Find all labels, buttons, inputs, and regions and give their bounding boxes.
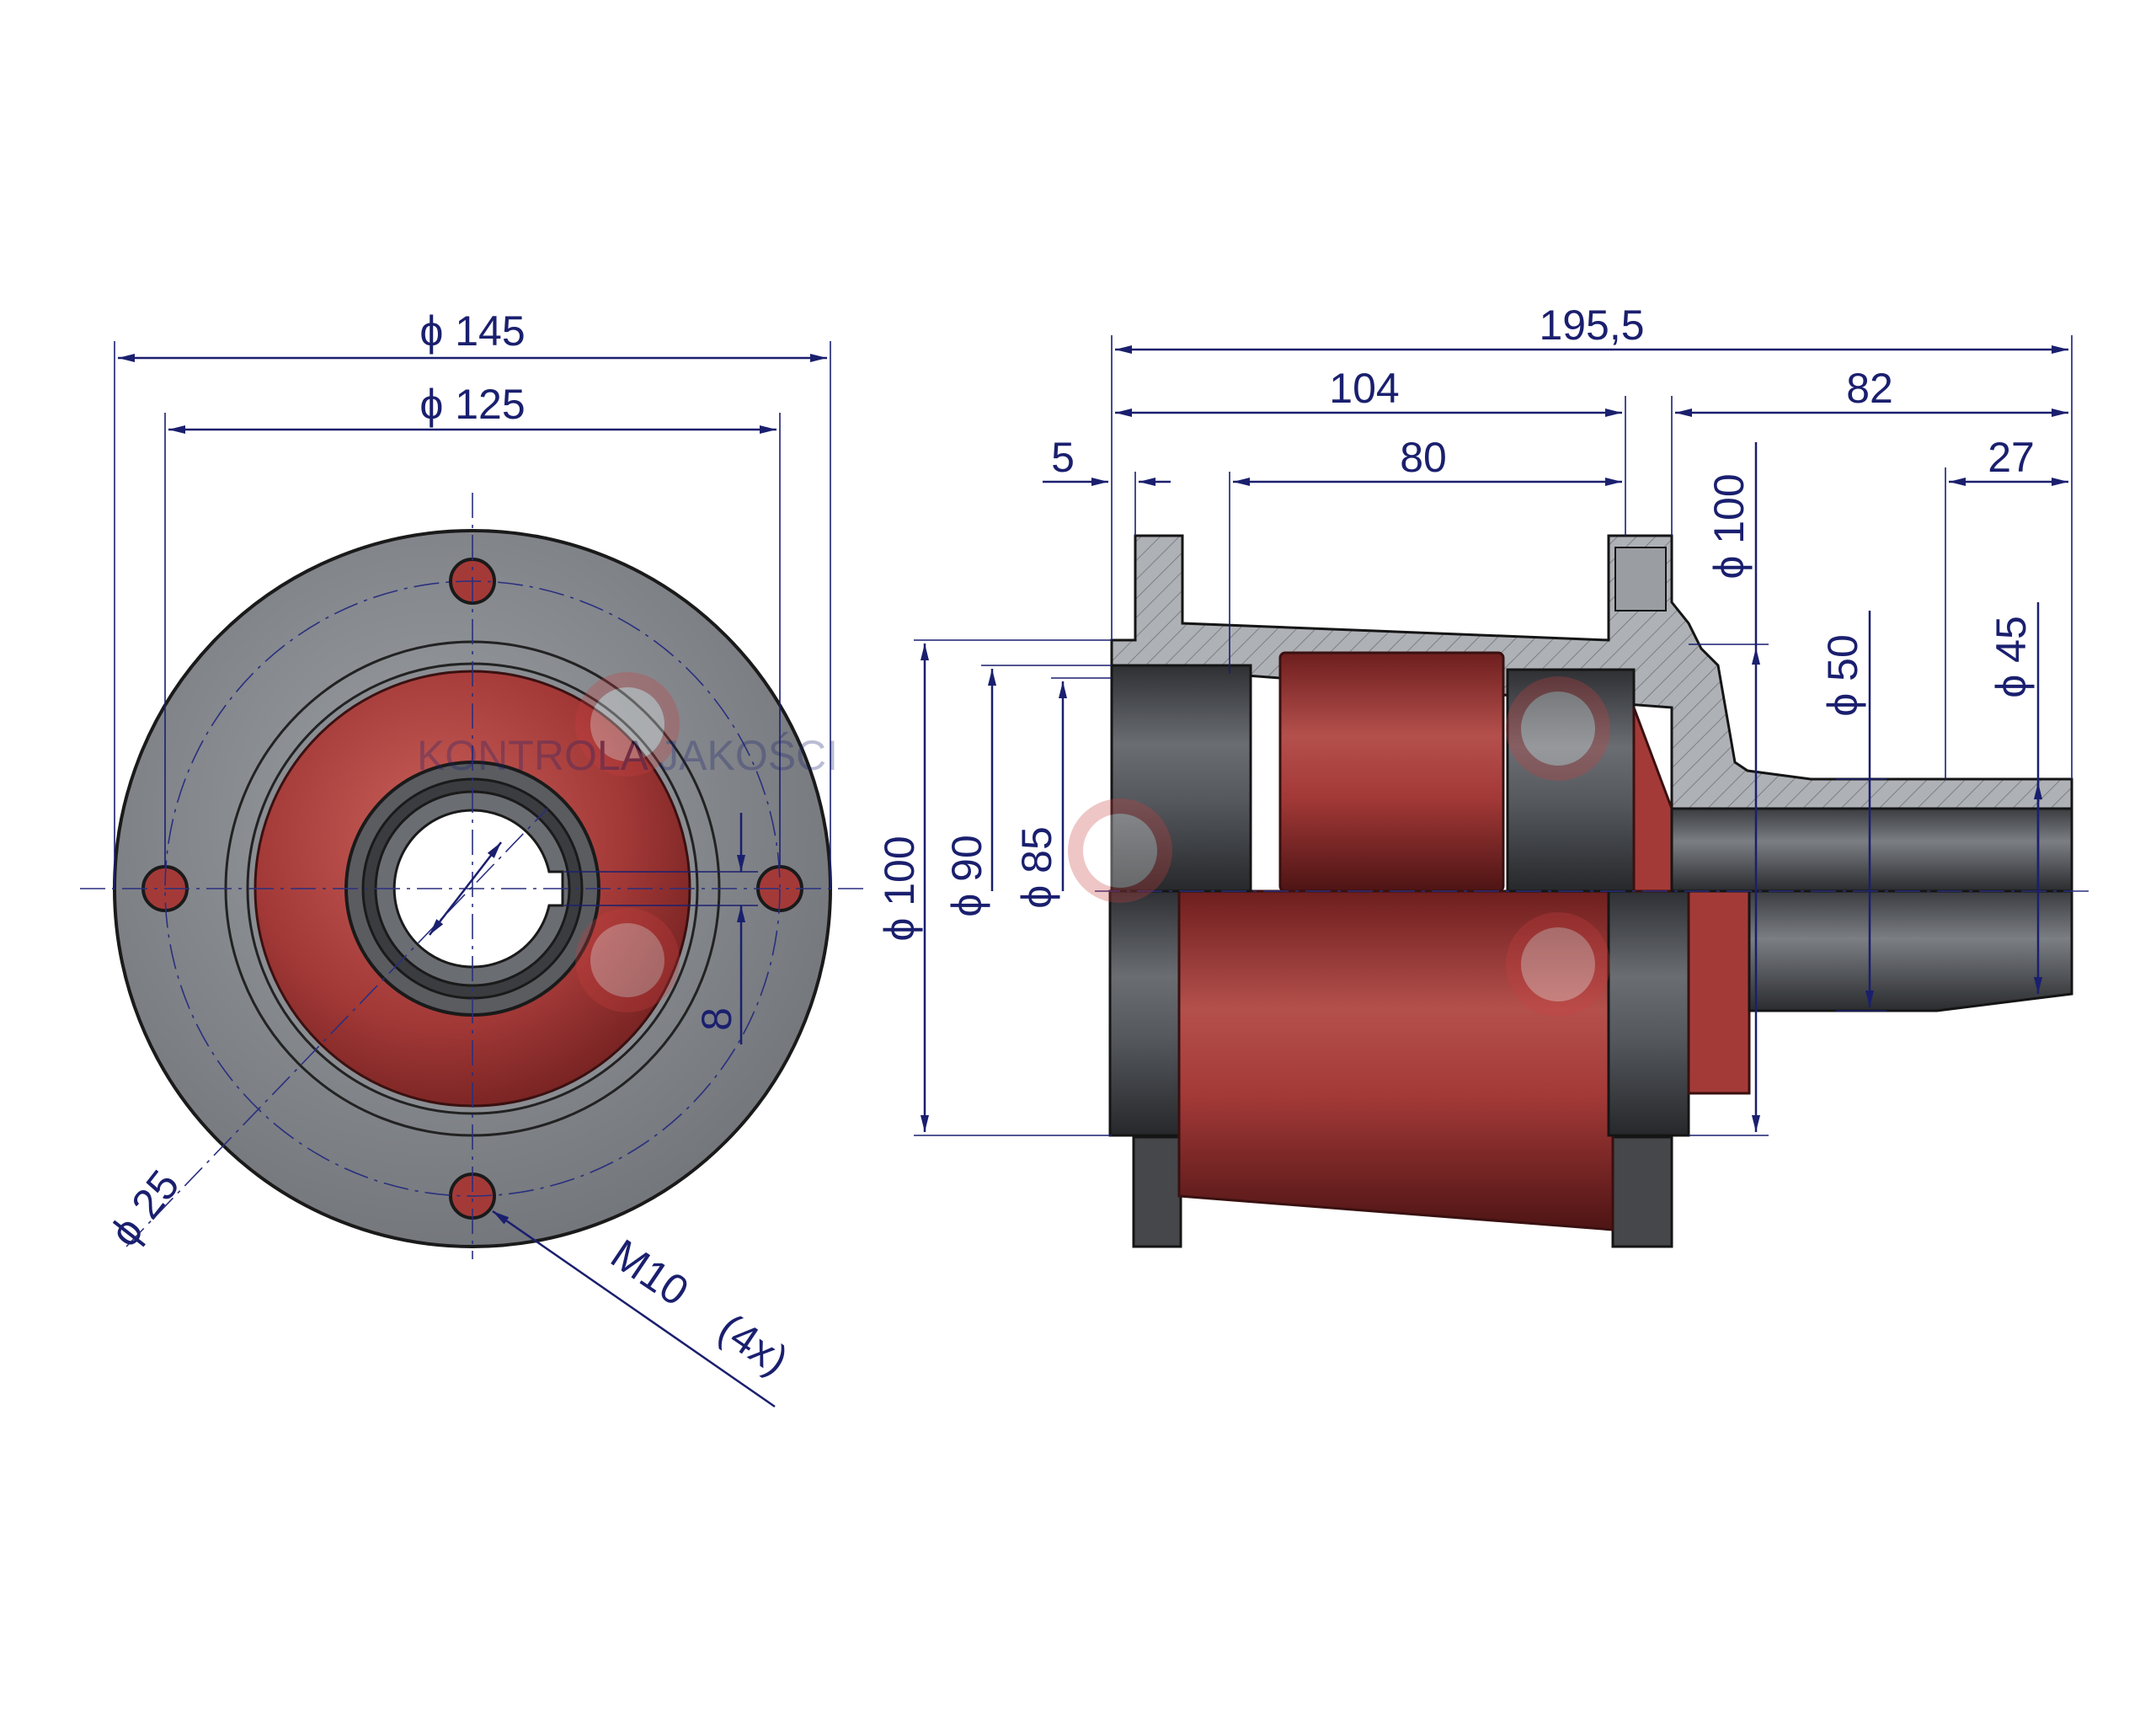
flange-lower-left bbox=[1132, 1135, 1182, 1248]
bolt-circle-label: ϕ 125 bbox=[419, 381, 525, 428]
inner-race-upper bbox=[1506, 668, 1636, 893]
dim-d100-right: ϕ 100 bbox=[1689, 442, 1769, 1136]
watermark-stamp bbox=[1506, 676, 1610, 781]
dim-d50: ϕ 50 bbox=[1819, 611, 1886, 1012]
side-view: 195,5 104 82 5 80 bbox=[876, 302, 2089, 1248]
bearing-seat-length-label: 80 bbox=[1400, 434, 1447, 481]
flange-lower-right bbox=[1611, 1135, 1673, 1248]
dim-d90: ϕ 90 bbox=[943, 665, 1112, 917]
key-width-label: 8 bbox=[693, 1007, 740, 1031]
section-upper-half bbox=[1110, 534, 2073, 893]
watermark-stamp: KONTROLA JAKOŚCI bbox=[417, 672, 838, 779]
front-view: ϕ 145 ϕ 125 8 ϕ 25 M10 (4x) bbox=[80, 307, 867, 1408]
dim-flange-thickness: 5 bbox=[1043, 434, 1171, 536]
hub-ring-lower bbox=[1607, 889, 1690, 1137]
watermark-stamp bbox=[1068, 798, 1172, 903]
bearing-upper bbox=[1278, 651, 1505, 893]
dim-d100-left: ϕ 100 bbox=[876, 639, 1112, 1136]
d100-right-label: ϕ 100 bbox=[1705, 473, 1753, 579]
grease-nipple bbox=[1614, 547, 1667, 611]
total-length-label: 195,5 bbox=[1539, 302, 1644, 349]
d85-label: ϕ 85 bbox=[1013, 826, 1060, 909]
dim-total-length: 195,5 bbox=[1111, 302, 2073, 779]
dim-key-width: 8 bbox=[564, 813, 758, 1044]
dim-outer-diameter: ϕ 145 bbox=[114, 307, 831, 889]
cone-upper bbox=[1632, 707, 1673, 893]
flange-thickness-label: 5 bbox=[1051, 434, 1075, 481]
outer-diameter-label: ϕ 145 bbox=[419, 307, 525, 355]
bore-label: ϕ 25 bbox=[101, 1162, 189, 1255]
thread-label: M10 bbox=[603, 1230, 697, 1315]
shaft-length-label: 82 bbox=[1846, 365, 1893, 412]
outer-race-upper bbox=[1110, 664, 1252, 893]
housing-length-label: 104 bbox=[1329, 365, 1399, 412]
shaft-collar-lower bbox=[1687, 889, 1751, 1095]
dim-spline-length: 27 bbox=[1945, 434, 2068, 779]
d45-label: ϕ 45 bbox=[1988, 616, 2035, 698]
thread-count-label: (4x) bbox=[710, 1305, 797, 1385]
d50-label: ϕ 50 bbox=[1819, 634, 1866, 717]
d100-left-label: ϕ 100 bbox=[876, 836, 923, 941]
watermark-stamps: KONTROLA JAKOŚCI bbox=[417, 672, 1610, 1017]
dim-bearing-seat-length: 80 bbox=[1229, 434, 1622, 674]
watermark-stamp bbox=[575, 908, 680, 1012]
watermark-stamp bbox=[1506, 912, 1610, 1017]
outer-sleeve-lower bbox=[1108, 889, 1189, 1137]
watermark-text: KONTROLA JAKOŚCI bbox=[417, 731, 838, 779]
d90-label: ϕ 90 bbox=[943, 835, 990, 917]
shaft-upper bbox=[1670, 807, 2073, 893]
exterior-lower-half bbox=[1108, 889, 2073, 1248]
spline-length-label: 27 bbox=[1988, 434, 2035, 481]
dim-housing-length: 104 bbox=[1115, 365, 1626, 536]
dim-shaft-length: 82 bbox=[1671, 365, 2068, 536]
shaft-lower bbox=[1748, 889, 2073, 1012]
dim-d45: ϕ 45 bbox=[1988, 602, 2042, 994]
dim-d85: ϕ 85 bbox=[1013, 677, 1112, 909]
dim-bolt-circle: ϕ 125 bbox=[164, 381, 781, 868]
